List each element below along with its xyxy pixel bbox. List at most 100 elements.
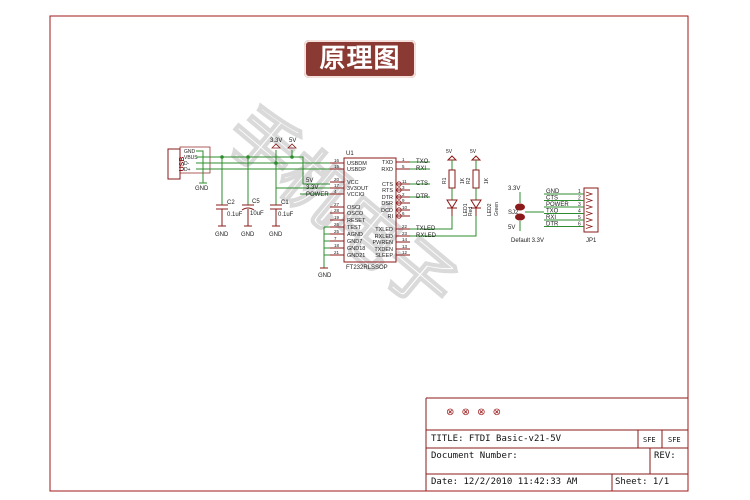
cap-c5-value: 10uF — [250, 211, 264, 217]
ic-pin-number: 17 — [334, 183, 340, 188]
ic-pin-number: 21 — [334, 250, 340, 255]
title-banner: 原理图 — [304, 40, 416, 78]
jumper-3v3: 3.3V — [508, 186, 520, 192]
ic-pin-number: 16 — [334, 158, 340, 163]
ic-pin-name: DTR — [382, 195, 393, 201]
banner-title: 原理图 — [319, 44, 401, 74]
ic-pin-number: 9 — [402, 198, 405, 203]
capacitor-labels: C2 0.1uF GND C5 10uF GND C1 0.1uF GND — [215, 199, 294, 238]
led1-diode — [446, 199, 458, 209]
tb-date: Date: 12/2/2010 11:42:33 AM — [431, 477, 578, 487]
ic-pin-number: 20 — [334, 177, 340, 182]
power-symbols: 3.3V 5V — [270, 138, 297, 149]
jumper-ref: SJ2 — [508, 210, 519, 216]
ic-pin-number: 5 — [402, 164, 405, 169]
supply-arrow — [287, 143, 297, 149]
usb-pin-block — [179, 146, 211, 174]
header-pin-socket — [585, 211, 594, 216]
ic-pin-name: RXLED — [375, 234, 393, 240]
header-pin-socket — [585, 191, 594, 197]
ic-left-pins: 16USBDM15USBDP20VCC173V3OUT4VCCIO27OSCI2… — [330, 158, 369, 259]
ic-pin-number: 13 — [402, 244, 408, 249]
cap-c1-value: 0.1uF — [278, 212, 294, 218]
ic-pin-name: PWREN — [373, 240, 394, 246]
header-pin-socket — [585, 204, 594, 210]
tb-sfe-2: SFE — [668, 436, 681, 444]
supply-arrow — [470, 155, 482, 161]
led-section: 5V 5V R1 1K R2 1K LED1 Red LED2 Green — [442, 149, 500, 216]
junction — [246, 155, 250, 159]
usb-connector: USB GND VBUS D- D+ GND — [167, 146, 211, 192]
ic-pin-name: RESET — [347, 218, 366, 224]
ic-gnd-label: GND — [318, 273, 332, 279]
tb-sheet: Sheet: 1/1 — [615, 477, 670, 487]
ic-pin-number: 10 — [402, 205, 408, 210]
net-cts: CTS — [416, 181, 428, 187]
ic-pin-number: 3 — [402, 185, 405, 190]
header-pin-socket — [585, 217, 594, 223]
ic-pin-number: 27 — [334, 202, 340, 207]
header-pin-number: 5 — [578, 215, 581, 221]
header-pin-number: 3 — [578, 202, 581, 208]
header-pin-number: 1 — [578, 189, 581, 195]
ic-name: FT232RLSSOP — [346, 265, 388, 271]
junction — [220, 155, 224, 159]
ic-pin-name: USBDP — [347, 167, 366, 173]
res-r2-body — [472, 169, 480, 189]
header-ref: JP1 — [586, 238, 597, 244]
net-5v: 5V — [306, 178, 313, 184]
ic-pin-number: 4 — [334, 189, 337, 194]
usb-pin-vbus: VBUS — [184, 155, 198, 161]
ic-pin-name: RI — [388, 214, 394, 220]
ic-right-nets: TXO RXI CTS DTR TXLED RXLED — [416, 159, 437, 239]
usb-pin-gnd: GND — [184, 149, 196, 155]
led1-ref: LED1 — [463, 203, 469, 216]
ic-pin-name: OSCO — [347, 211, 364, 217]
ic-right-wires — [410, 161, 477, 237]
net-3v3: 3.3V — [306, 185, 318, 191]
wire-rxled — [410, 216, 477, 237]
net-dtr: DTR — [416, 194, 429, 200]
ic-pin-name: TXDEN — [374, 247, 393, 253]
jumper-sj2: 3.3V SJ2 5V Default 3.3V — [508, 186, 544, 244]
wire-txled — [410, 216, 453, 230]
net-txo: TXO — [416, 159, 429, 165]
led2-ref: LED2 — [487, 203, 493, 216]
header-pin-name: DTR — [546, 222, 559, 228]
supply-5v-label: 5V — [289, 138, 296, 144]
ic-pin-name: TXD — [382, 160, 393, 166]
ic-pin-name: TXLED — [375, 227, 393, 233]
cap-c1-gnd: GND — [269, 232, 283, 238]
res-r2-value: 1K — [484, 177, 490, 184]
led2-color: Green — [494, 202, 500, 216]
junctions — [220, 155, 294, 165]
ic-pin-name: RTS — [382, 188, 393, 194]
ic-pin-name: GND18 — [347, 246, 365, 252]
ic-pin-number: 28 — [334, 208, 340, 213]
ic-pin-name: GND7 — [347, 239, 362, 245]
ic-pin-number: 15 — [334, 164, 340, 169]
header-pin-name: RXI — [546, 215, 556, 221]
supply-arrow — [446, 155, 458, 161]
supply-3v3-label: 3.3V — [270, 138, 282, 144]
cap-c2-gnd: GND — [215, 232, 229, 238]
ic-pin-inverter — [396, 187, 402, 193]
ic-pin-name: VCCIO — [347, 192, 365, 198]
cap-c2-value: 0.1uF — [227, 212, 243, 218]
ic-pin-name: USBDM — [347, 161, 367, 167]
cap-c2-ref: C2 — [227, 200, 235, 206]
ic-pin-number: 7 — [334, 236, 337, 241]
ic-pin-name: CTS — [382, 182, 393, 188]
res-r1-value: 1K — [460, 177, 466, 184]
ic-pin-number: 6 — [402, 211, 405, 216]
led2-diode — [470, 199, 482, 209]
ic-pin-number: 18 — [334, 243, 340, 248]
header-pin-name: GND — [546, 189, 560, 195]
ic-pin-inverter — [396, 194, 402, 200]
sheet-frame — [49, 15, 689, 492]
net-rxled: RXLED — [416, 233, 437, 239]
ic-pin-name: OSCI — [347, 205, 361, 211]
tb-title: TITLE: FTDI Basic-v21-5V — [431, 434, 562, 444]
